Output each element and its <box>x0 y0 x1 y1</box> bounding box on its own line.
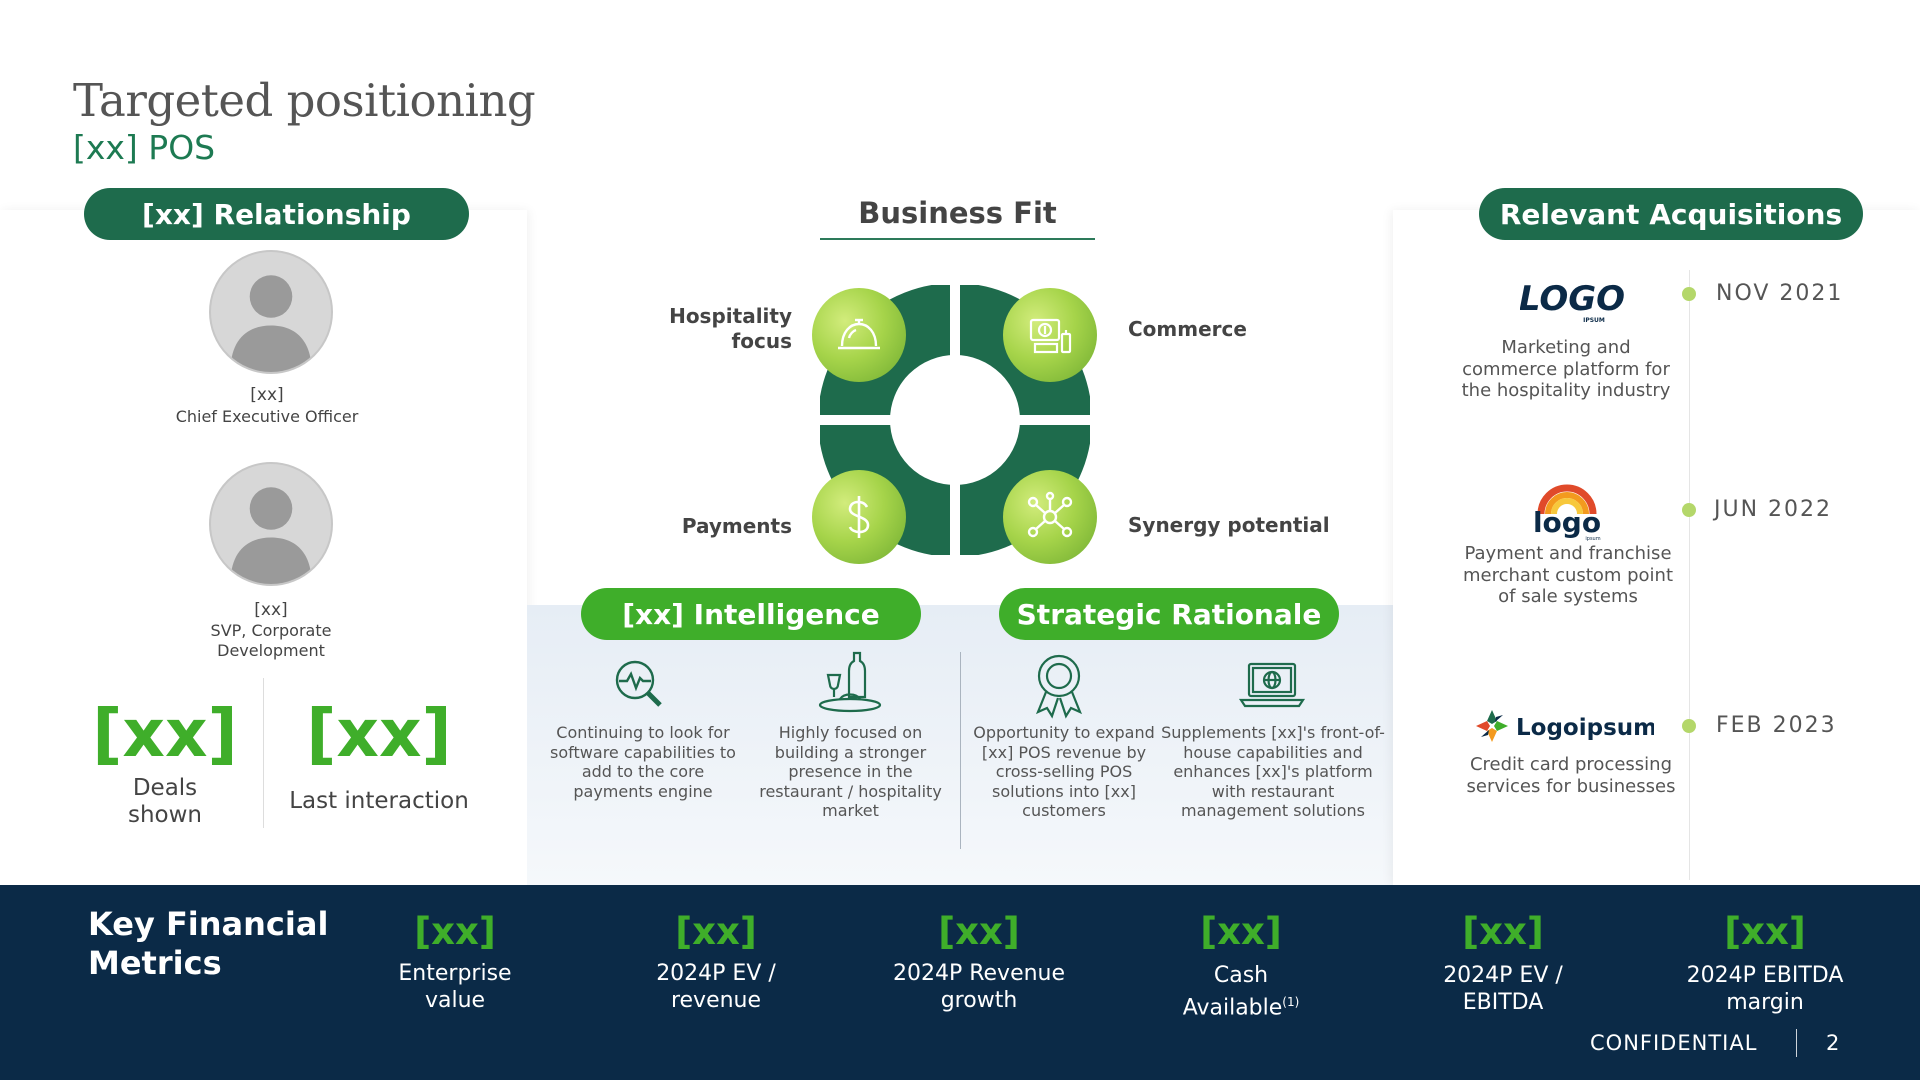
relationship-header: [xx] Relationship <box>84 188 469 240</box>
metric-value: [xx] <box>1200 910 1282 953</box>
center-column-divider <box>960 652 961 849</box>
metric-label: 2024P EBITDA margin <box>1686 963 1844 1015</box>
hospitality-bell-icon <box>812 288 906 382</box>
metric-label: Cash Available(1) <box>1182 963 1300 1021</box>
payments-dollar-icon <box>812 470 906 564</box>
svg-text:ipsum: ipsum <box>1585 536 1600 542</box>
metric-label: Enterprise value <box>398 961 512 1013</box>
metric-value: [xx] <box>1724 910 1806 953</box>
acquisition-date: NOV 2021 <box>1716 281 1844 306</box>
acquisition-logo: logo ipsum <box>1527 482 1607 542</box>
person-role: SVP, Corporate Development <box>210 621 332 660</box>
page-number: 2 <box>1826 1031 1840 1055</box>
page-subtitle: [xx] POS <box>73 128 216 167</box>
wine-dining-icon <box>818 651 882 713</box>
avatar-placeholder-icon <box>209 250 333 374</box>
acquisition-logo: LOGO IPSUM <box>1519 279 1625 328</box>
synergy-potential-label: Synergy potential <box>1128 513 1330 537</box>
stats-divider <box>263 678 264 828</box>
svg-text:Logoipsum: Logoipsum <box>1516 715 1654 741</box>
svg-text:LOGO: LOGO <box>1520 282 1625 319</box>
acquisition-date: FEB 2023 <box>1716 713 1837 738</box>
commerce-label: Commerce <box>1128 317 1247 341</box>
commerce-register-icon <box>1003 288 1097 382</box>
metric-value: [xx] <box>675 910 757 953</box>
strategic-item-text: Supplements [xx]'s front-of-house capabi… <box>1161 723 1385 820</box>
hospitality-focus-label: Hospitality focus <box>669 304 792 353</box>
timeline-dot <box>1682 287 1696 301</box>
acquisition-logo: Logoipsum <box>1474 705 1657 749</box>
acquisition-description: Payment and franchise merchant custom po… <box>1462 543 1674 607</box>
footer-divider <box>1796 1029 1797 1057</box>
timeline-line <box>1689 270 1690 880</box>
confidential-label: CONFIDENTIAL <box>1590 1031 1758 1055</box>
award-ribbon-icon <box>1035 654 1083 719</box>
metric-label: 2024P EV / EBITDA <box>1443 963 1563 1015</box>
svg-text:logo: logo <box>1533 506 1601 539</box>
business-fit-ring <box>818 283 1092 557</box>
acquisitions-header: Relevant Acquisitions <box>1479 188 1863 240</box>
payments-label: Payments <box>681 514 792 538</box>
acquisition-date: JUN 2022 <box>1714 497 1833 522</box>
strategic-rationale-header: Strategic Rationale <box>999 588 1339 640</box>
synergy-network-icon <box>1003 470 1097 564</box>
acquisition-description: Marketing and commerce platform for the … <box>1461 337 1671 401</box>
avatar-placeholder-icon <box>209 462 333 586</box>
last-interaction-value: [xx] <box>306 695 452 772</box>
deals-shown-value: [xx] <box>92 695 238 772</box>
person-name: [xx] <box>254 600 288 620</box>
metric-value: [xx] <box>414 910 496 953</box>
metric-value: [xx] <box>1462 910 1544 953</box>
intelligence-header: [xx] Intelligence <box>581 588 921 640</box>
acquisitions-panel <box>1393 210 1920 885</box>
key-financial-metrics-title: Key Financial Metrics <box>88 905 329 982</box>
heartbeat-search-icon <box>615 660 662 707</box>
timeline-dot <box>1682 719 1696 733</box>
business-fit-title: Business Fit <box>820 196 1095 240</box>
metric-label: 2024P Revenue growth <box>892 961 1066 1013</box>
footnote-marker: (1) <box>1282 995 1300 1009</box>
last-interaction-label: Last interaction <box>289 788 469 814</box>
timeline-dot <box>1682 503 1696 517</box>
deals-shown-label: Deals shown <box>127 775 203 828</box>
strategic-item-text: Opportunity to expand [xx] POS revenue b… <box>973 723 1155 820</box>
acquisition-description: Credit card processing services for busi… <box>1466 754 1676 797</box>
svg-text:IPSUM: IPSUM <box>1583 317 1605 324</box>
page-title: Targeted positioning <box>73 74 536 127</box>
person-role: Chief Executive Officer <box>175 407 359 426</box>
metric-label: 2024P EV / revenue <box>656 961 776 1013</box>
metric-value: [xx] <box>938 910 1020 953</box>
intelligence-item-text: Continuing to look for software capabili… <box>550 723 736 801</box>
key-financial-metrics-bar <box>0 885 1920 1080</box>
person-name: [xx] <box>250 385 284 405</box>
laptop-globe-icon <box>1238 662 1306 708</box>
intelligence-item-text: Highly focused on building a stronger pr… <box>759 723 942 820</box>
